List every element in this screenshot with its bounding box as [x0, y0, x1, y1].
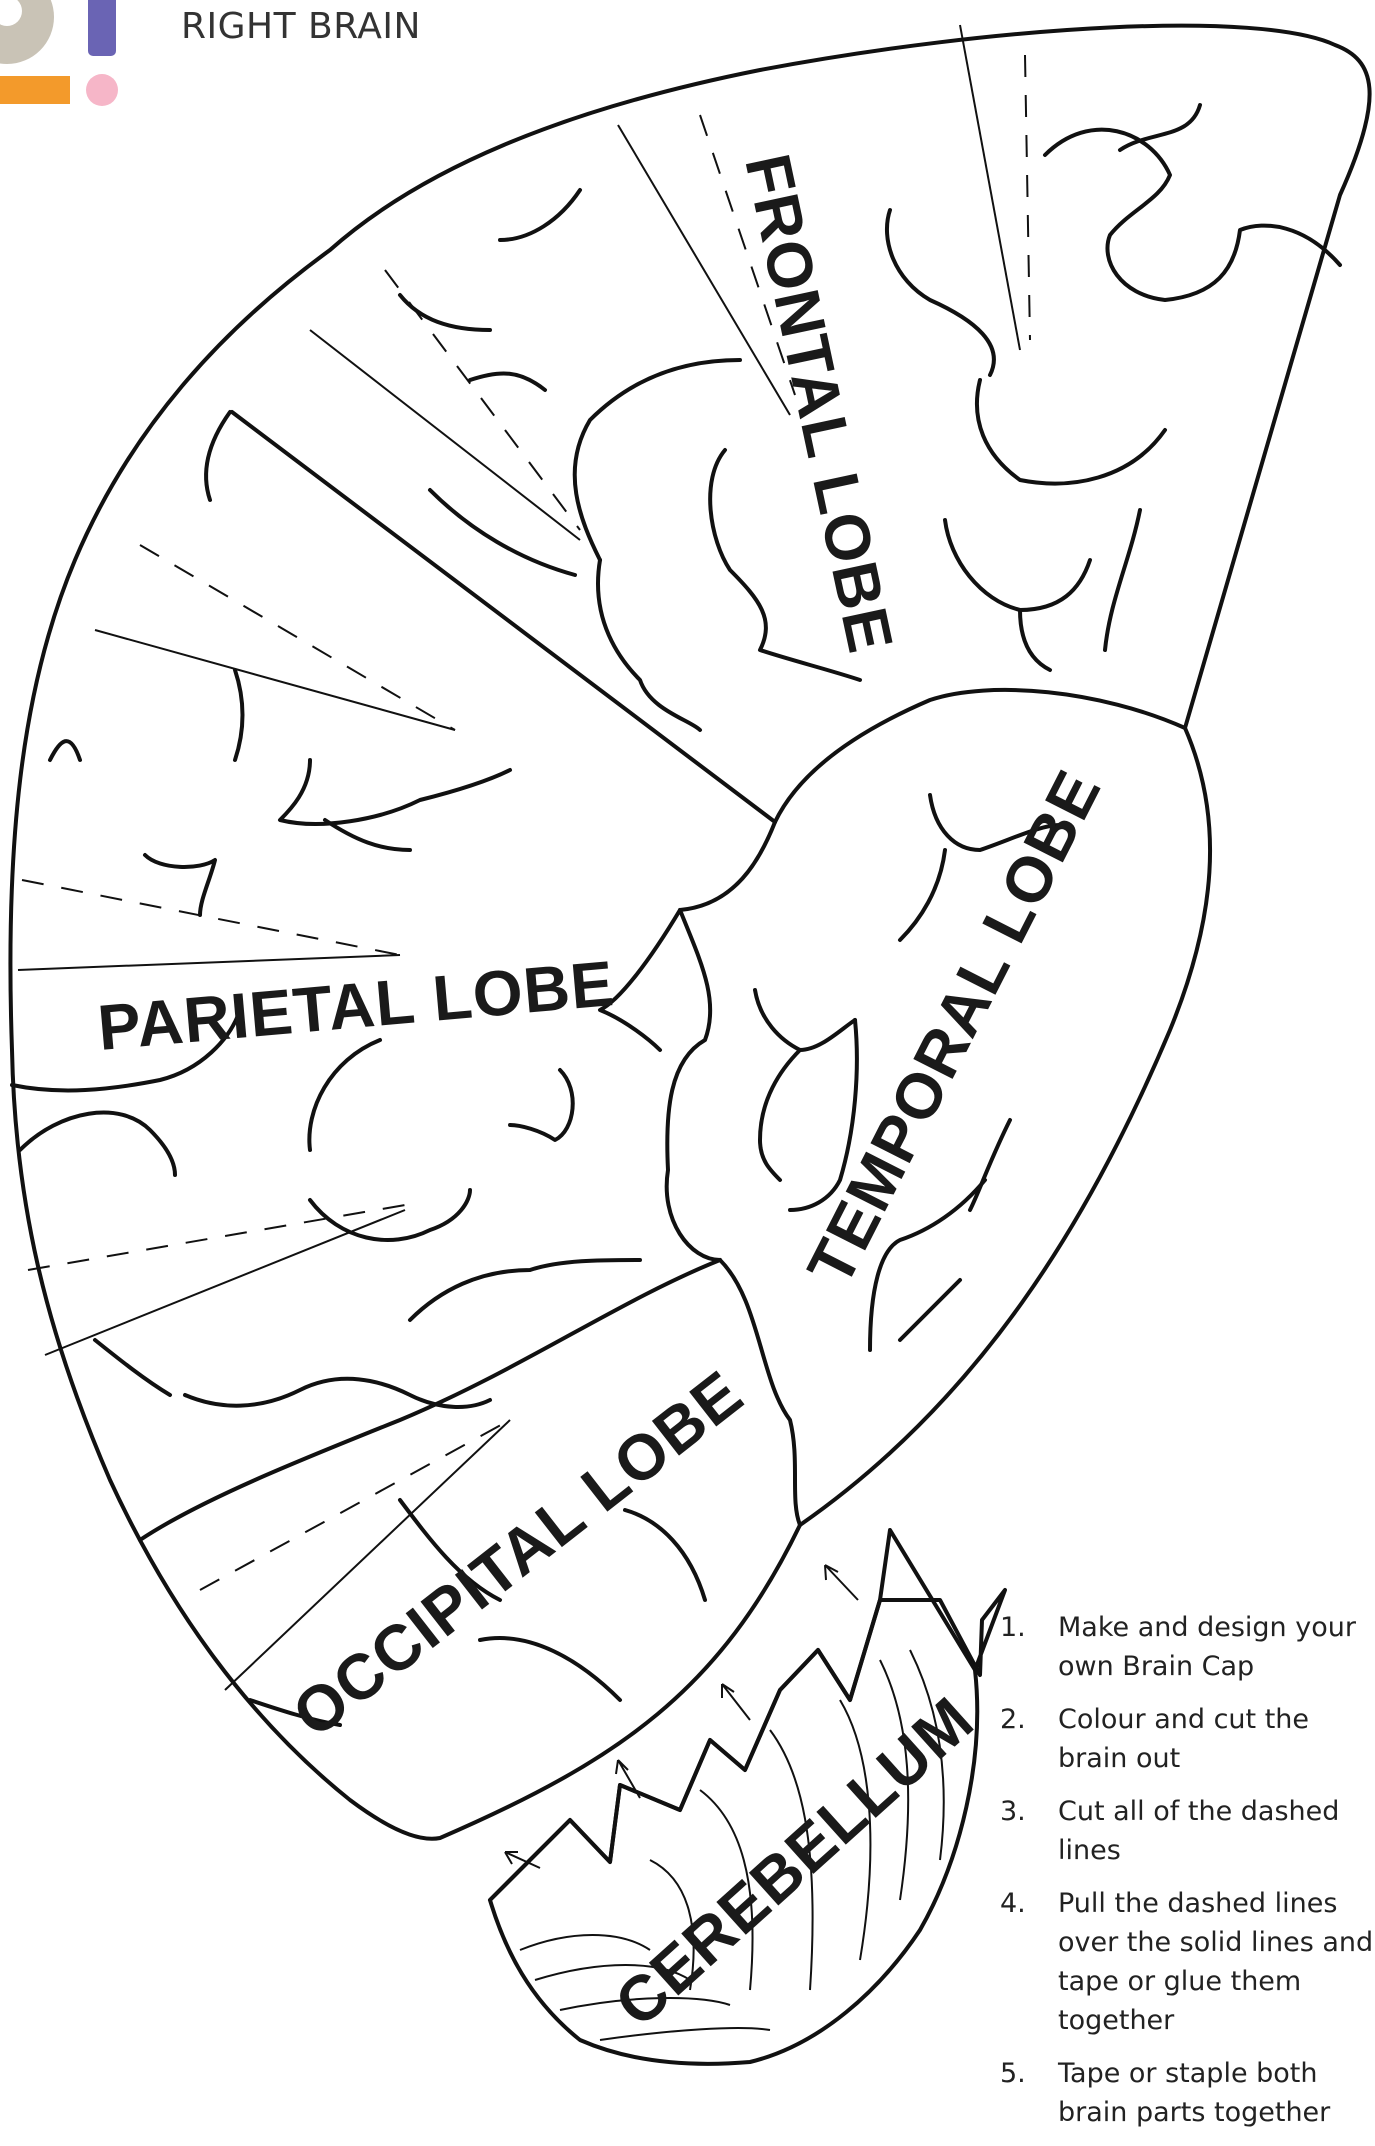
- cut-line: [960, 25, 1020, 350]
- instruction-text: Cut all of the dashed lines: [1058, 1792, 1375, 1870]
- instruction-text: Pull the dashed lines over the solid lin…: [1058, 1884, 1375, 2040]
- label-frontal-lobe: FRONTAL LOBE: [731, 148, 907, 659]
- temporal-boundary: [667, 822, 775, 1260]
- instruction-number: 3.: [1000, 1792, 1058, 1870]
- fold-line: [22, 880, 400, 955]
- instruction-number: 1.: [1000, 1608, 1058, 1686]
- instruction-item: 5.Tape or staple both brain parts togeth…: [1000, 2054, 1375, 2132]
- cerebellum-outline: [490, 1590, 1005, 2064]
- instruction-number: 5.: [1000, 2054, 1058, 2132]
- cut-line: [310, 330, 580, 540]
- arrow-icon: [722, 1684, 750, 1720]
- instruction-item: 2.Colour and cut the brain out: [1000, 1700, 1375, 1778]
- label-cerebellum: CEREBELLUM: [601, 1683, 987, 2041]
- fold-line: [385, 270, 580, 530]
- instruction-number: 4.: [1000, 1884, 1058, 2040]
- cut-line: [45, 1210, 405, 1355]
- instructions-list: 1.Make and design your own Brain Cap 2.C…: [1000, 1608, 1375, 2146]
- instruction-text: Tape or staple both brain parts together: [1058, 2054, 1375, 2132]
- cut-line: [95, 630, 455, 730]
- cut-line: [18, 955, 400, 970]
- fold-line: [28, 1205, 405, 1270]
- fold-line: [140, 545, 455, 730]
- instruction-item: 3.Cut all of the dashed lines: [1000, 1792, 1375, 1870]
- arrow-icon: [825, 1565, 858, 1600]
- instruction-text: Make and design your own Brain Cap: [1058, 1608, 1375, 1686]
- central-sulcus: [232, 412, 775, 822]
- sylvian-fissure: [775, 690, 1185, 822]
- instruction-text: Colour and cut the brain out: [1058, 1700, 1375, 1778]
- instruction-item: 1.Make and design your own Brain Cap: [1000, 1608, 1375, 1686]
- fold-line: [1025, 55, 1030, 340]
- instruction-item: 4.Pull the dashed lines over the solid l…: [1000, 1884, 1375, 2040]
- instruction-number: 2.: [1000, 1700, 1058, 1778]
